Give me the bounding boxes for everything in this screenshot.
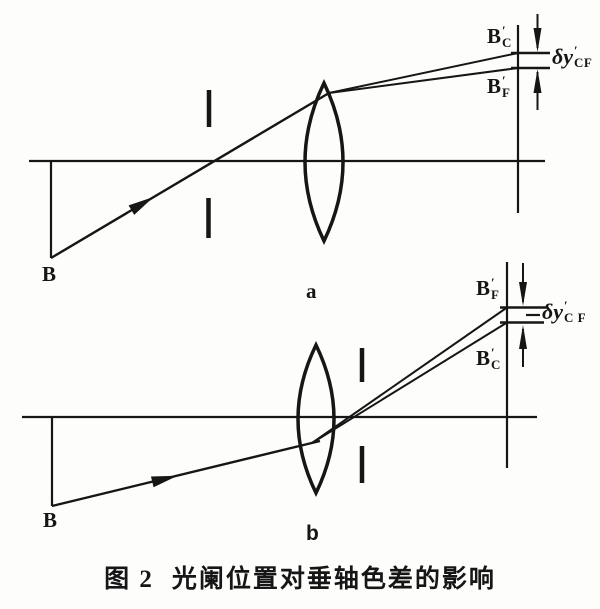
object-label-b-text: B — [43, 508, 58, 532]
aberration-label-a: δy′CF — [552, 43, 593, 70]
dimension-arrow-up-b — [519, 325, 527, 349]
image-label-c-a: B′C — [487, 23, 512, 50]
image-label-f-b: B′F — [476, 275, 500, 302]
chief-ray-b — [51, 439, 321, 508]
c-ray-a — [328, 52, 519, 94]
dimension-arrow-down-a — [533, 28, 542, 52]
image-label-c-b: B′C — [476, 345, 501, 372]
object-label-a: B — [42, 264, 56, 285]
f-ray-b — [311, 306, 508, 444]
figure-caption-number: 图 2 — [104, 566, 154, 593]
f-ray-a — [328, 67, 519, 94]
ray-direction-arrow-a — [128, 196, 154, 215]
prime-mark: ′ — [502, 23, 506, 38]
ray-direction-arrow-b — [150, 475, 178, 488]
prime-mark: ′ — [502, 73, 506, 88]
figure-caption-text: 光阑位置对垂轴色差的影响 — [171, 566, 496, 593]
subscript: C — [491, 356, 501, 372]
image-label-f-a: B′F — [487, 73, 511, 100]
prime-mark: ′ — [564, 298, 568, 313]
chief-ray-a — [50, 91, 330, 260]
subscript: CF — [574, 54, 593, 70]
panel-label-a: a — [306, 279, 317, 303]
c-ray-b — [311, 321, 508, 444]
panel-label-b: b — [306, 522, 319, 545]
lens-a — [303, 78, 345, 246]
subscript: C — [502, 34, 512, 50]
panel-a-drawing — [29, 14, 550, 260]
subscript: C F — [564, 309, 587, 325]
prime-mark: ′ — [574, 43, 578, 58]
prime-mark: ′ — [491, 345, 495, 360]
aberration-label-b: δy′C F — [542, 298, 587, 325]
dimension-arrow-down-b — [519, 282, 527, 306]
object-label-a-text: B — [42, 262, 57, 286]
object-label-b: B — [43, 510, 57, 531]
dimension-arrow-up-a — [533, 69, 542, 93]
subscript: F — [491, 286, 500, 302]
panel-b-drawing — [22, 262, 547, 508]
lens-b — [296, 340, 336, 498]
figure-caption: 图 2 光阑位置对垂轴色差的影响 — [0, 566, 600, 594]
prime-mark: ′ — [491, 275, 495, 290]
subscript: F — [502, 84, 511, 100]
